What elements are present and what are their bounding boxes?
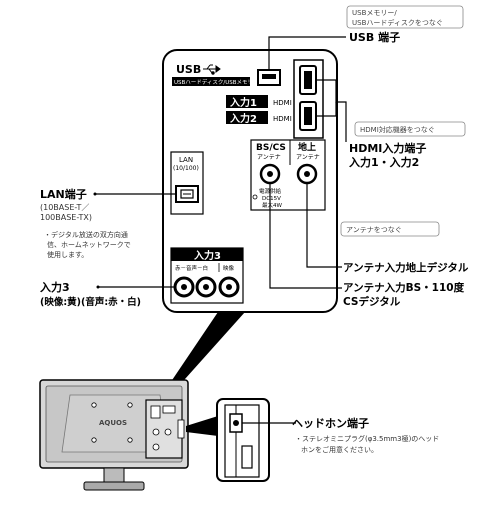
usb-note-line2: USBハードディスクをつなぐ (352, 18, 443, 27)
hdmi-note-text: HDMI対応機器をつなぐ (360, 125, 435, 134)
antenna-note-text: アンテナをつなぐ (346, 226, 402, 234)
chijo-sub-label: アンテナ (296, 154, 320, 161)
input2-label: 入力2 (230, 112, 257, 125)
headphone-zoom (216, 398, 270, 482)
zoom-wedge (160, 312, 245, 398)
input1-hdmi-label: HDMI (273, 99, 292, 107)
headphone-note-line1: ・ステレオミニプラグ(φ3.5mm3極)のヘッド (295, 434, 439, 443)
tv-screw-1 (91, 402, 97, 408)
lan-port-label: LAN端子 (40, 187, 87, 201)
usb-panel-sublabel: USBハードディスク/USBメモリー用 (174, 78, 264, 86)
chijo-antenna-port-center (304, 171, 310, 177)
tv-terminal-jack-b (164, 428, 172, 436)
power-label-2: DC15V (262, 196, 281, 202)
hdmi-note-box: HDMI対応機器をつなぐ (354, 121, 466, 137)
input3-panel-sub-left: 赤－音声－白 (175, 264, 208, 272)
usb-sub-label-bg (172, 77, 250, 86)
lan-leader-dot (93, 192, 97, 196)
usb-port-inner (262, 74, 276, 79)
antenna-block: BS/CS アンテナ 地上 アンテナ 電源供給 DC15V 最大4W (250, 139, 326, 211)
hdmi-port-1-inner (304, 71, 312, 89)
lan-std-line1: (10BASE-T／ (40, 203, 89, 212)
hdmi-port-label-1: HDMI入力端子 (349, 141, 426, 155)
lan-note-line2: 信、ホームネットワークで (47, 240, 131, 249)
tv-terminal-jack-a (152, 428, 160, 436)
tv-terminal-port-b (162, 405, 176, 414)
hdmi-block: 入力1 HDMI 入力2 HDMI (226, 59, 324, 139)
tv-stand-neck (103, 467, 125, 483)
tv-stand-base (83, 481, 145, 491)
headphone-jack[interactable] (233, 420, 239, 426)
usb-note-box: USBメモリー/ USBハードディスクをつなぐ (346, 5, 464, 29)
antenna-note-frame (340, 221, 440, 237)
input1-label: 入力1 (230, 96, 257, 109)
bscs-sub-label: アンテナ (257, 154, 281, 161)
audio-white-jack-center (203, 284, 209, 290)
antenna-bs-label-2: CSデジタル (343, 295, 401, 308)
headphone-side-port (241, 445, 253, 469)
bscs-antenna-port-center (267, 171, 273, 177)
leader-lines (95, 36, 347, 289)
input3-label: 入力3 (40, 280, 70, 294)
tv-screw-2 (127, 402, 133, 408)
input1-label-bg (226, 95, 268, 108)
tv-back-illustration: AQUOS (39, 379, 189, 491)
input3-spec: (映像:黄)(音声:赤・白) (40, 296, 141, 308)
video-yellow-jack-center (226, 284, 232, 290)
tv-screw-4 (127, 437, 133, 443)
antenna-chijo-label: アンテナ入力地上デジタル (343, 261, 469, 274)
hdmi-port-label-2: 入力1・入力2 (349, 155, 419, 169)
power-symbol-icon (252, 194, 258, 200)
headphone-note-line2: ホンをご用意ください。 (301, 445, 378, 454)
antenna-note-box: アンテナをつなぐ (340, 221, 440, 237)
input3-label-bg (171, 248, 243, 261)
lan-note-line3: 使用します。 (47, 250, 88, 259)
input3-panel-sub-right: 映像 (223, 264, 235, 272)
input2-label-bg (226, 111, 268, 124)
lan-panel-label: LAN (179, 156, 193, 164)
usb-block: USB USBハードディスク/USBメモリー用 (172, 63, 281, 86)
tv-screw-3 (91, 437, 97, 443)
tv-side-port (177, 419, 185, 439)
input2-hdmi-label: HDMI (273, 115, 292, 123)
usb-port-label: USB 端子 (349, 30, 400, 44)
usb-note-frame (346, 5, 464, 29)
power-label-3: 最大4W (262, 201, 282, 209)
input3-leader-dot (96, 285, 100, 289)
headphone-label: ヘッドホン端子 (292, 416, 369, 430)
input3-panel-label: 入力3 (194, 249, 221, 262)
antenna-bs-label-1: アンテナ入力BS・110度 (343, 281, 465, 294)
lan-note-line1: ・デジタル放送の双方向通 (44, 230, 128, 239)
usb-panel-label: USB (176, 63, 201, 76)
input3-block: 入力3 赤－音声－白 映像 (170, 247, 244, 304)
lan-std-line2: 100BASE-TX) (40, 213, 92, 222)
chijo-label: 地上 (298, 141, 316, 153)
audio-red-jack-center (181, 284, 187, 290)
tv-terminal-port-a (150, 405, 161, 419)
bscs-label: BS/CS (256, 143, 286, 153)
headphone-zoom-wedge (186, 416, 218, 436)
tv-terminal-jack-c (152, 443, 160, 451)
usb-symbol-icon (203, 64, 221, 75)
hdmi-note-frame (354, 121, 466, 137)
usb-note-line1: USBメモリー/ (352, 9, 397, 17)
hdmi-port-2-inner (304, 107, 312, 125)
lan-frame (170, 151, 204, 215)
lan-block: LAN (10/100) (170, 151, 204, 215)
lan-panel-sublabel: (10/100) (173, 165, 199, 172)
tv-brand: AQUOS (99, 419, 127, 427)
